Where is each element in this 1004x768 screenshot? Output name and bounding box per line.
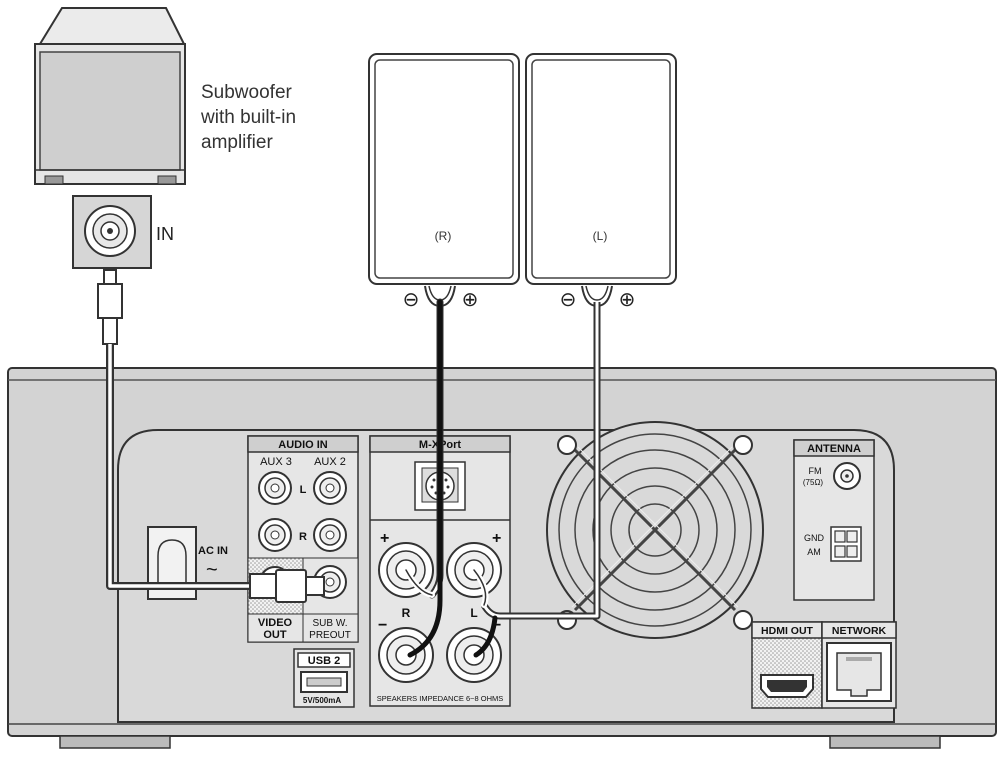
audio-r-label: R: [299, 531, 307, 543]
subwoofer-label-line-2: with built-in: [201, 107, 297, 128]
subwoofer-cable: [106, 344, 250, 590]
aux2-l-jack[interactable]: [313, 471, 347, 505]
network-label: NETWORK: [832, 625, 887, 637]
speaker-left-plus: ⊕: [619, 289, 636, 311]
speaker-left-minus: ⊖: [560, 289, 577, 311]
speaker-right-plus: ⊕: [462, 289, 479, 311]
antenna-title: ANTENNA: [807, 443, 861, 455]
speaker-left-label: (L): [593, 229, 608, 243]
audio-in-title: AUDIO IN: [278, 439, 328, 451]
terminal-r-minus-sign: −: [378, 617, 387, 634]
terminal-l-plus-sign: +: [492, 530, 501, 547]
aux2-label: AUX 2: [314, 456, 346, 468]
sub-preout-label-line2: PREOUT: [309, 630, 351, 641]
hdmi-out-label: HDMI OUT: [761, 625, 813, 637]
subwoofer-cable-plug: [249, 569, 325, 603]
aux3-label: AUX 3: [260, 456, 292, 468]
subwoofer: [34, 7, 186, 185]
ac-in-symbol: ~: [206, 559, 218, 581]
sub-preout-label-line1: SUB W.: [312, 618, 347, 629]
ac-in-label: AC IN: [198, 545, 228, 557]
audio-l-label: L: [300, 484, 307, 496]
video-out-label-line1: VIDEO: [258, 617, 293, 629]
video-out-label-line2: OUT: [263, 629, 287, 641]
am-label: AM: [807, 547, 821, 557]
speaker-terminal-r-minus[interactable]: [378, 627, 434, 683]
fm-impedance: (75Ω): [803, 478, 824, 487]
hdmi-port[interactable]: [760, 674, 814, 698]
gnd-label: GND: [804, 533, 825, 543]
usb-title: USB 2: [308, 655, 340, 667]
speaker-right-minus: ⊖: [403, 289, 420, 311]
cooling-fan: [546, 421, 764, 639]
rca-plug: [97, 269, 123, 345]
subwoofer-label-line-3: amplifier: [201, 132, 273, 153]
subwoofer-label: Subwoofer with built-in amplifier: [201, 80, 296, 155]
aux3-r-jack[interactable]: [258, 518, 292, 552]
terminal-l-label: L: [470, 606, 477, 620]
fm-label: FM: [809, 466, 822, 476]
am-antenna-terminal[interactable]: [830, 526, 862, 562]
ethernet-port[interactable]: [826, 642, 892, 702]
speaker-right-label: (R): [435, 229, 452, 243]
aux3-l-jack[interactable]: [258, 471, 292, 505]
aux2-r-jack[interactable]: [313, 518, 347, 552]
terminal-r-plus-sign: +: [380, 530, 389, 547]
usb-rating: 5V/500mA: [303, 696, 341, 705]
speaker-cable-left: [471, 302, 601, 658]
terminal-l-minus-sign: −: [492, 617, 501, 634]
speaker-cable-right: [403, 298, 444, 658]
speakers-caption: SPEAKERS IMPEDANCE 6~8 OHMS: [377, 694, 504, 703]
terminal-r-label: R: [402, 606, 411, 620]
subwoofer-input-label: IN: [156, 224, 174, 244]
speaker-left: [525, 53, 677, 285]
antenna-block: [793, 439, 875, 601]
usb-port[interactable]: [300, 671, 348, 693]
subwoofer-input-jack[interactable]: [72, 195, 152, 269]
speaker-right: [368, 53, 520, 285]
subwoofer-label-line-1: Subwoofer: [201, 82, 292, 103]
fm-antenna-jack[interactable]: [833, 462, 861, 490]
